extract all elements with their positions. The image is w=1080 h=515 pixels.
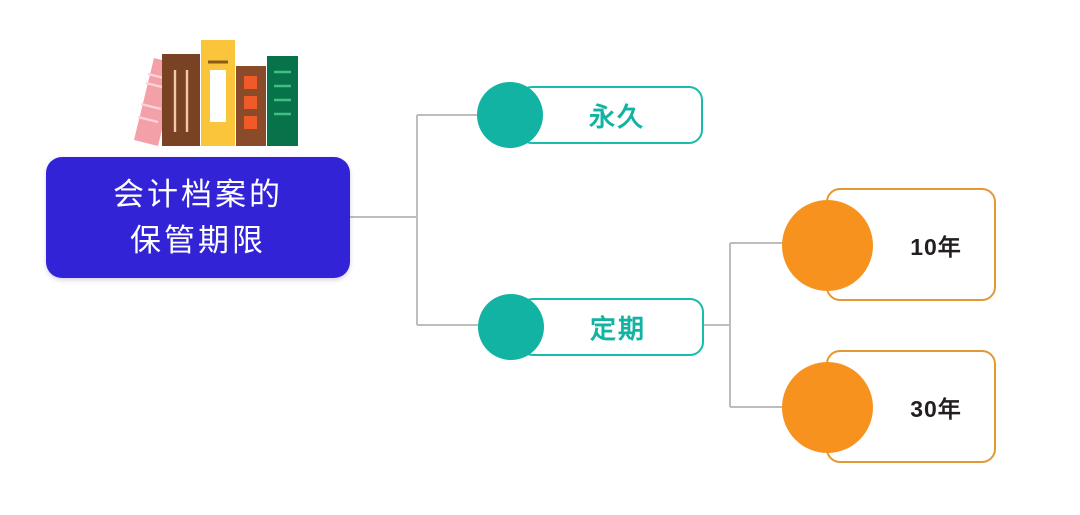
branch-node-permanent[interactable]: 永久 <box>477 82 703 150</box>
permanent-pill-shape <box>518 86 703 144</box>
permanent-label: 永久 <box>588 101 645 132</box>
periodic-label: 定期 <box>589 313 646 344</box>
permanent-circle-icon <box>477 82 543 148</box>
root-node-label-line-1: 会计档案的 <box>113 176 283 212</box>
book-rust-icon <box>236 66 266 146</box>
root-node-accounting-archives[interactable]: 会计档案的 保管期限 <box>46 157 350 278</box>
root-node-label-line-2: 保管期限 <box>130 222 266 258</box>
branch-node-periodic[interactable]: 定期 <box>478 294 704 362</box>
leaf-node-thirty-years[interactable]: 30年 <box>782 350 998 466</box>
book-stack-icon <box>134 40 298 146</box>
ten-years-label: 10年 <box>910 233 962 260</box>
book-yellow-icon <box>201 40 235 146</box>
periodic-circle-icon <box>478 294 544 360</box>
periodic-pill-shape <box>519 298 704 356</box>
thirty-years-label: 30年 <box>910 395 962 422</box>
leaf-node-ten-years[interactable]: 10年 <box>782 188 998 304</box>
ten-years-circle-icon <box>782 200 873 291</box>
thirty-years-circle-icon <box>782 362 873 453</box>
book-green-icon <box>267 56 298 146</box>
book-brown-icon <box>162 54 200 146</box>
